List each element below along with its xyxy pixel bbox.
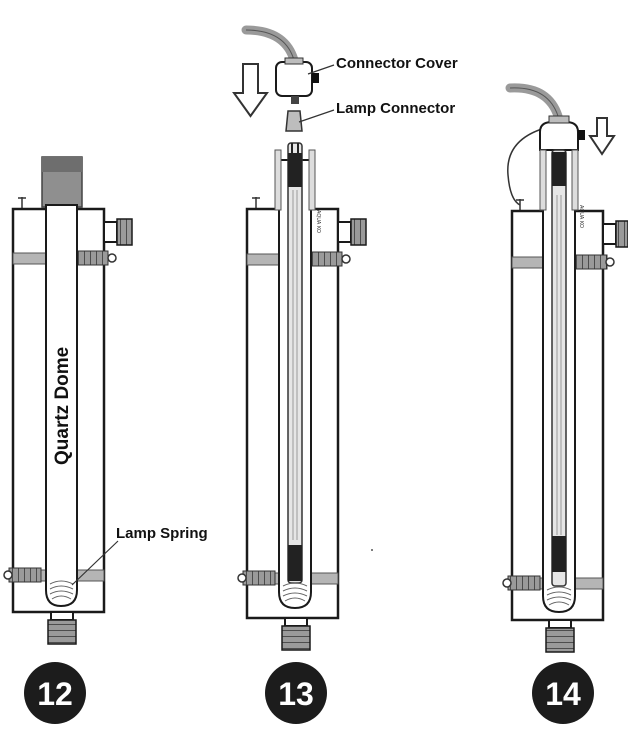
ground-wire <box>507 127 546 206</box>
quartz-dome-label: Quartz Dome <box>52 347 73 465</box>
lamp-base-top <box>288 153 302 187</box>
lamp-connector <box>285 110 303 132</box>
lamp-marking: AQUA KO <box>315 210 321 233</box>
step-badge: 14 <box>532 662 594 724</box>
side-port <box>103 221 118 243</box>
connector-cover-leader <box>307 64 335 75</box>
connector-cover <box>275 61 313 97</box>
uv-lamp <box>287 142 303 584</box>
svg-text:12: 12 <box>37 676 73 712</box>
down-arrow <box>588 117 616 156</box>
side-port <box>337 221 352 243</box>
quartz-dome <box>45 204 78 608</box>
connector-cover <box>539 121 579 151</box>
lamp-base-bottom <box>288 545 302 581</box>
panel-step-13: Connector Cover Lamp Connector AQUA KO <box>232 25 458 724</box>
panel-step-12: Quartz Dome Lamp Spring 12 <box>3 156 208 724</box>
lamp-spring-label: Lamp Spring <box>116 525 208 542</box>
svg-text:13: 13 <box>278 676 314 712</box>
uv-lamp <box>551 149 567 587</box>
lamp-connector-label: Lamp Connector <box>336 100 455 117</box>
side-port <box>602 223 617 245</box>
panel-step-14: AQUA KO 14 <box>502 83 628 724</box>
step-badge: 13 <box>265 662 327 724</box>
lamp-spring <box>282 582 308 602</box>
lamp-connector-leader <box>298 109 335 123</box>
lamp-base-bottom <box>552 536 566 572</box>
lamp-base-top <box>552 152 566 186</box>
svg-text:14: 14 <box>545 676 581 712</box>
lamp-spring <box>49 580 74 600</box>
lamp-marking: AQUA KO <box>578 205 584 228</box>
bottom-port <box>50 611 74 621</box>
lamp-spring <box>546 586 572 606</box>
bottom-port <box>548 619 572 629</box>
lamp-spring-leader <box>71 540 119 586</box>
bottom-port <box>284 617 308 627</box>
connector-cover-label: Connector Cover <box>336 55 458 72</box>
down-arrow <box>232 63 269 118</box>
step-badge: 12 <box>24 662 86 724</box>
